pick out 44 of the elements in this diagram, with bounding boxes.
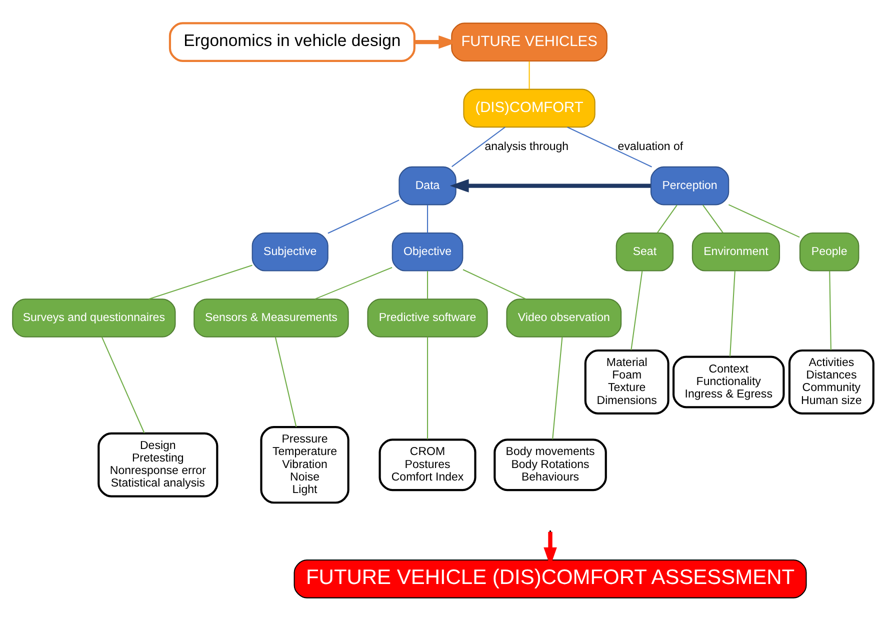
connector [528,60,530,89]
connector [314,266,392,300]
connector [702,204,724,233]
node-box: Seat [616,232,674,271]
node-box: FUTURE VEHICLE (DIS)COMFORT ASSESSMENT [294,559,807,598]
connector [656,204,678,233]
connector [567,126,652,167]
node-box: Material Foam Texture Dimensions [584,348,670,414]
connector [427,336,428,439]
node-box: Perception [650,166,730,205]
node-box: Data [398,166,456,205]
node-box: Objective [392,232,464,271]
connector [148,264,252,300]
node-box: Context Functionality Ingress & Egress [672,355,785,408]
node-box: Body movements Body Rotations Behaviours [494,438,607,491]
edge-label: evaluation of [618,140,684,152]
node-box: Predictive software [367,298,488,337]
edge-label: analysis through [484,140,569,152]
connector [427,270,428,298]
node-box: Design Pretesting Nonresponse error Statistical analysis [98,432,218,497]
node-box: Environment [692,232,780,271]
node-box: FUTURE VEHICLES [451,22,608,61]
node-box: CROM Postures Comfort Index [378,438,476,491]
connector [427,204,428,232]
node-box: Activities Distances Community Human size [788,348,874,414]
connector [630,270,643,350]
connector [274,336,297,426]
connector [328,199,400,234]
connector [730,270,736,356]
node-box: Ergonomics in vehicle design [168,22,416,62]
connector [462,268,526,299]
connector [101,336,145,433]
connector [728,204,800,238]
node-box: Pressure Temperature Vibration Noise Light [260,426,350,504]
node-box: Surveys and questionnaires [12,298,176,337]
node-box: Subjective [252,232,328,271]
arrow [450,178,651,192]
connector [829,270,832,350]
node-box: People [799,232,860,271]
node-box: Sensors & Measurements [194,298,349,337]
node-box: (DIS)COMFORT [463,88,596,128]
node-box: Video observation [506,298,622,337]
connector [452,126,506,167]
connector [552,336,563,439]
